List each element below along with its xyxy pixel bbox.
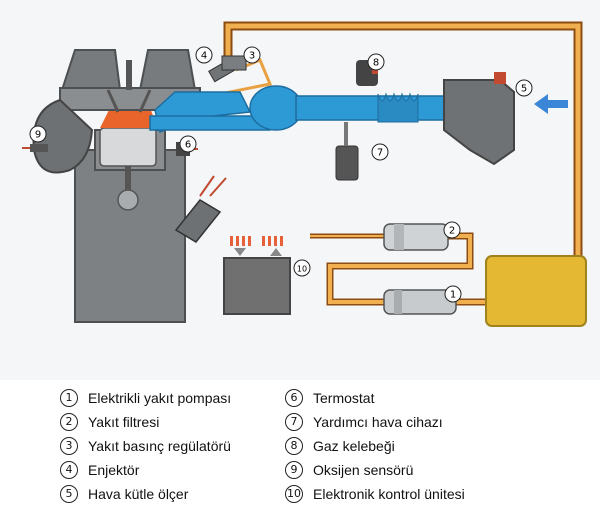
component-markers: 1 2 3 4 5 6 7 8 9 10 [29,46,533,303]
fuel-supply-line [310,232,486,306]
legend-item-1: 1 Elektrikli yakıt pompası [60,389,231,407]
legend-label: Gaz kelebeği [313,438,395,454]
marker-8: 8 [367,53,385,71]
marker-5: 5 [515,79,533,97]
oxygen-sensor [22,144,48,152]
marker-7: 7 [371,143,389,161]
air-mass-meter [443,72,515,166]
legend-label: Elektrikli yakıt pompası [88,390,232,406]
legend-number: 5 [60,485,78,503]
marker-number: 2 [449,226,455,237]
fuel-rail-line [209,58,273,98]
marker-number: 7 [377,148,383,159]
electronic-control-unit [223,236,291,315]
marker-4: 4 [195,46,213,64]
legend-label: Termostat [313,390,375,406]
legend-item-9: 9 Oksijen sensörü [285,461,413,479]
legend-label: Yakıt basınç regülatörü [88,438,231,454]
air-inflow-arrow [534,94,568,114]
legend-item-10: 10 Elektronik kontrol ünitesi [285,485,465,503]
marker-number: 6 [185,140,191,151]
legend-label: Elektronik kontrol ünitesi [313,486,465,502]
fuel-pump [383,289,457,315]
marker-number: 8 [373,58,379,69]
marker-6: 6 [179,135,197,153]
legend-label: Hava kütle ölçer [88,486,189,502]
ignition-distributor [174,175,227,243]
fuel-tank [485,255,587,327]
legend-item-8: 8 Gaz kelebeği [285,437,395,455]
fuel-filter [383,223,449,251]
legend-number: 4 [60,461,78,479]
marker-number: 3 [249,51,255,62]
marker-1: 1 [444,285,462,303]
marker-number: 9 [35,130,41,141]
fuel-pressure-regulator [221,55,247,71]
legend-label: Enjektör [88,462,140,478]
legend-item-4: 4 Enjektör [60,461,139,479]
marker-number: 4 [201,51,207,62]
marker-3: 3 [243,46,261,64]
legend-label: Oksijen sensörü [313,462,414,478]
legend-number: 8 [285,437,303,455]
marker-2: 2 [443,221,461,239]
legend-item-5: 5 Hava kütle ölçer [60,485,188,503]
intake-manifold [149,85,445,131]
legend-number: 7 [285,413,303,431]
legend-item-3: 3 Yakıt basınç regülatörü [60,437,231,455]
legend-item-6: 6 Termostat [285,389,374,407]
legend-number: 1 [60,389,78,407]
legend-number: 10 [285,485,303,503]
component-legend: 1 Elektrikli yakıt pompası 2 Yakıt filtr… [0,380,600,514]
legend-label: Yakıt filtresi [88,414,160,430]
legend-label: Yardımcı hava cihazı [313,414,443,430]
exhaust-manifold [32,98,94,174]
legend-number: 2 [60,413,78,431]
auxiliary-air-device [335,122,359,181]
marker-9: 9 [29,125,47,143]
marker-number: 10 [297,265,307,274]
legend-item-7: 7 Yardımcı hava cihazı [285,413,443,431]
legend-number: 9 [285,461,303,479]
marker-number: 1 [450,290,456,301]
marker-number: 5 [521,84,527,95]
legend-number: 3 [60,437,78,455]
legend-number: 6 [285,389,303,407]
legend-item-2: 2 Yakıt filtresi [60,413,159,431]
marker-10: 10 [293,259,311,277]
cylinder-head [59,49,201,113]
